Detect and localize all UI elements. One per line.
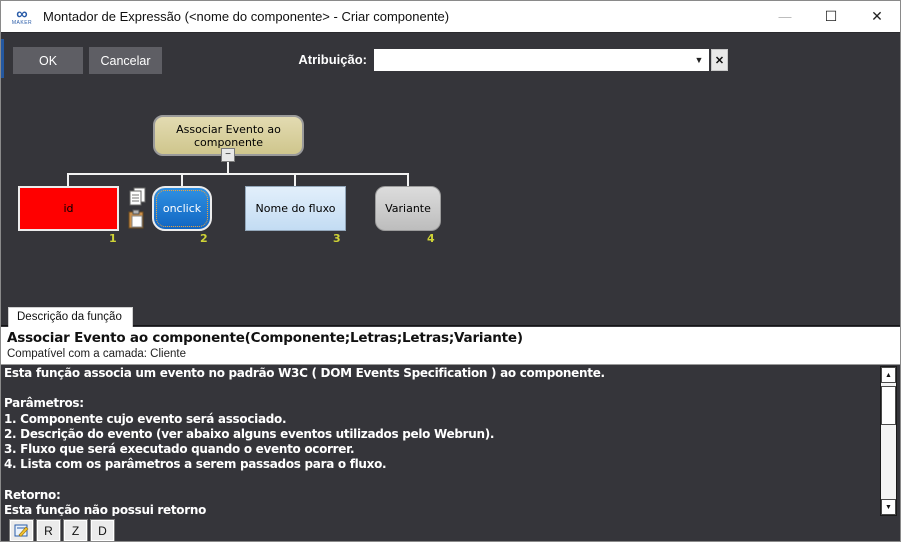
r-button[interactable]: R: [36, 519, 61, 541]
bottom-toolbar: R Z D: [1, 516, 900, 541]
connector-line: [67, 173, 69, 186]
close-button[interactable]: ✕: [871, 8, 883, 24]
d-button[interactable]: D: [90, 519, 115, 541]
function-description-panel: Esta função associa um evento no padrão …: [1, 364, 900, 517]
expression-tree-canvas[interactable]: Associar Evento ao componente − id oncli…: [1, 84, 900, 306]
copy-icon[interactable]: [129, 187, 149, 207]
minimize-button[interactable]: —: [778, 9, 792, 24]
atribuicao-input[interactable]: [376, 50, 684, 69]
clear-atribuicao-button[interactable]: ✕: [711, 49, 728, 71]
clipboard-icons: [127, 187, 149, 231]
tree-node-variante[interactable]: Variante: [375, 186, 441, 231]
ok-button[interactable]: OK: [13, 47, 83, 74]
paste-icon[interactable]: [127, 209, 147, 229]
collapse-toggle[interactable]: −: [221, 148, 235, 162]
connector-line: [407, 173, 409, 186]
tree-node-componente[interactable]: id: [18, 186, 119, 231]
scroll-down-icon[interactable]: ▼: [881, 499, 896, 515]
z-button[interactable]: Z: [63, 519, 88, 541]
edit-note-button[interactable]: [9, 519, 34, 541]
connector-line: [181, 173, 183, 186]
function-description-text: Esta função associa um evento no padrão …: [4, 366, 605, 517]
atribuicao-label: Atribuição:: [298, 52, 367, 67]
window-controls: — ☐ ✕: [762, 1, 900, 32]
cancel-button[interactable]: Cancelar: [89, 47, 162, 74]
chevron-down-icon[interactable]: ▼: [694, 55, 704, 65]
tab-strip: Descrição da função: [1, 306, 900, 327]
vertical-scrollbar[interactable]: ▲ ▼: [880, 366, 897, 516]
arg-index-1: 1: [109, 232, 117, 245]
arg-index-3: 3: [333, 232, 341, 245]
connector-line: [67, 173, 409, 175]
maker-infinity-glyph: ∞: [16, 6, 28, 23]
scrollbar-thumb[interactable]: [881, 386, 896, 425]
edit-note-icon: [14, 524, 29, 537]
accent-strip: [1, 39, 4, 78]
connector-line: [227, 161, 229, 174]
tab-descricao-da-funcao[interactable]: Descrição da função: [8, 307, 133, 327]
tree-node-evento-selected[interactable]: onclick: [152, 186, 212, 231]
connector-line: [294, 173, 296, 186]
maker-caption: MAKER: [11, 20, 33, 26]
atribuicao-combobox[interactable]: ▼: [374, 49, 709, 71]
title-bar: ∞ MAKER Montador de Expressão (<nome do …: [1, 1, 900, 33]
window-title: Montador de Expressão (<nome do componen…: [43, 9, 450, 24]
maximize-button[interactable]: ☐: [824, 8, 838, 24]
selection-outline: [156, 190, 208, 227]
maker-logo-icon: ∞ MAKER: [10, 4, 34, 30]
arg-index-4: 4: [427, 232, 435, 245]
function-header: Associar Evento ao componente(Componente…: [1, 327, 900, 364]
arg-index-2: 2: [200, 232, 208, 245]
scroll-up-icon[interactable]: ▲: [881, 367, 896, 383]
tree-node-fluxo[interactable]: Nome do fluxo: [245, 186, 346, 231]
tree-node-label: onclick: [162, 202, 202, 215]
function-signature: Associar Evento ao componente(Componente…: [7, 330, 523, 346]
toolbar: OK Cancelar Atribuição: ▼ ✕: [1, 34, 900, 84]
function-compatibility: Compatível com a camada: Cliente: [7, 348, 186, 360]
